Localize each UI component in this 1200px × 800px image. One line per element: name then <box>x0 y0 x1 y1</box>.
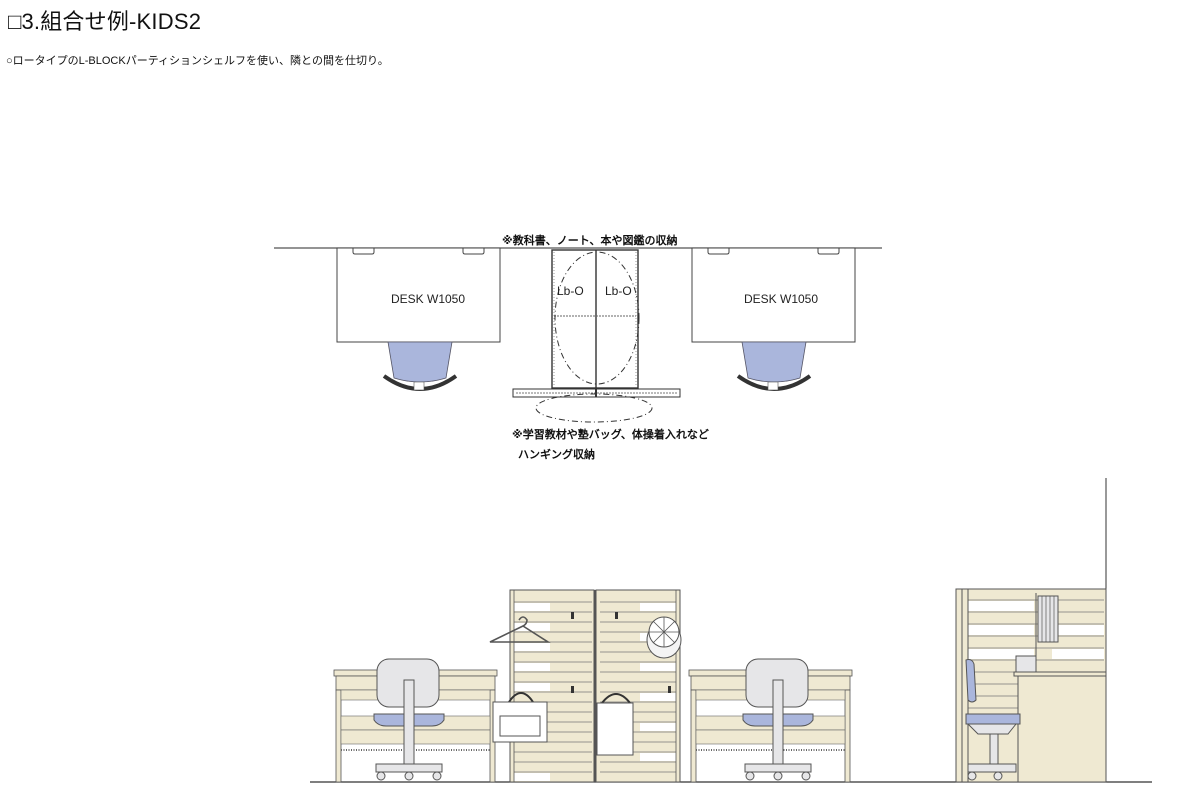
desk-left-label: DESK W1050 <box>391 292 465 306</box>
plan-desk-right: DESK W1050 <box>691 247 856 343</box>
hanging-storage-note-1: ※学習教材や塾バッグ、体操着入れなど <box>512 429 709 441</box>
bag-icon <box>492 692 548 743</box>
shelf-left-label: Lb-O <box>557 284 584 298</box>
plan-shelves: Lb-O Lb-O <box>512 249 681 423</box>
plan-view: DESK W1050 DESK W1050 <box>274 247 882 423</box>
shelf-right-label: Lb-O <box>605 284 632 298</box>
side-elevation <box>955 478 1107 783</box>
top-storage-note: ※教科書、ノート、本や図鑑の収納 <box>502 235 678 247</box>
cap-icon <box>646 616 682 659</box>
elevation-view <box>310 478 1152 783</box>
elevation-partition-shelves <box>489 589 682 783</box>
plan-chair-right <box>736 341 812 391</box>
hanger-icon <box>489 616 551 643</box>
elevation-chair-left <box>373 658 445 781</box>
page-subtitle: ○ロータイプのL-BLOCKパーティションシェルフを使い、隣との間を仕切り。 <box>6 55 389 67</box>
plan-chair-left <box>382 341 458 391</box>
gym-bag-icon <box>596 693 634 756</box>
elevation-chair-right <box>742 658 814 781</box>
hanging-storage-note-2: ハンギング収納 <box>518 449 595 461</box>
page-title: □3.組合せ例-KIDS2 <box>8 9 202 34</box>
desk-right-label: DESK W1050 <box>744 292 818 306</box>
plan-desk-left: DESK W1050 <box>336 247 501 343</box>
